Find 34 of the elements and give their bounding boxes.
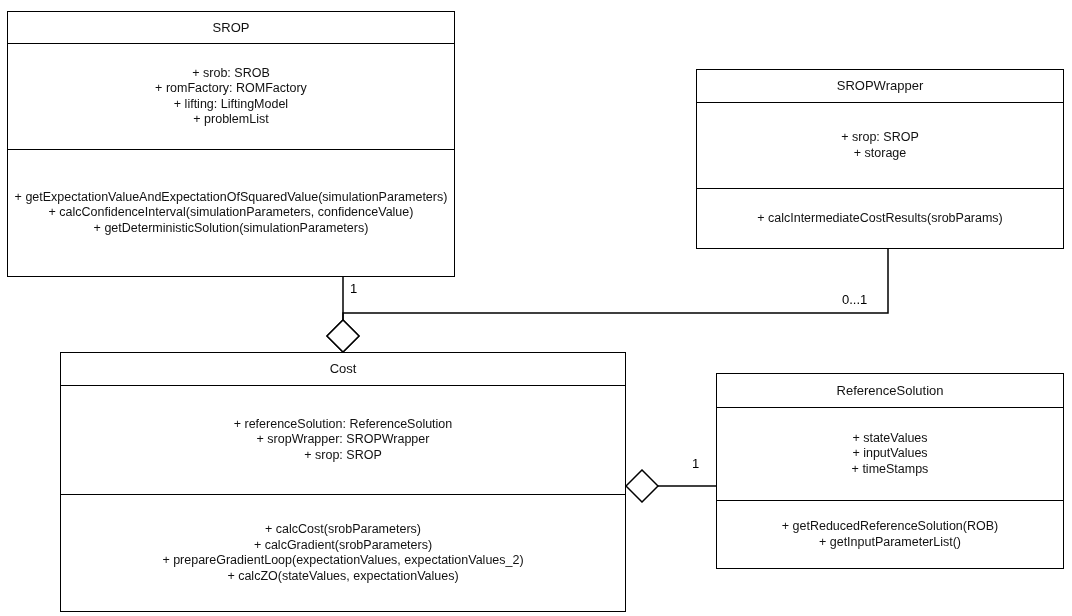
method-text: + getExpectationValueAndExpectationOfSquaredValue(simulationParameters) (14, 189, 448, 206)
attribute-text: + lifting: LiftingModel (173, 96, 289, 112)
attribute-text: + stateValues (852, 430, 928, 447)
attribute-text: + problemList (193, 112, 269, 128)
method-text: + prepareGradientLoop(expectationValues, expectationValues_2) (162, 553, 524, 569)
class-name: ReferenceSolution (836, 382, 944, 399)
class-box (716, 373, 1064, 569)
attribute-text: + storage (853, 145, 907, 161)
aggregation-line (625, 469, 717, 503)
class-box (696, 69, 1064, 249)
method-text: + getDeterministicSolution(simulationParameters) (93, 220, 369, 237)
attribute-text: + referenceSolution: ReferenceSolution (233, 416, 453, 433)
attribute-text: + srop: SROP (841, 130, 919, 146)
attribute-text: + inputValues (852, 446, 928, 462)
multiplicity-label: 1 (692, 456, 700, 471)
method-text: + getReducedReferenceSolution(ROB) (781, 519, 999, 535)
multiplicity-label: 1 (350, 281, 358, 296)
attribute-text: + srop: SROP (304, 447, 382, 464)
method-text: + getInputParameterList() (818, 534, 962, 550)
method-text: + calcCost(srobParameters) (265, 522, 421, 538)
class-name: Cost (329, 361, 357, 377)
class-box (60, 352, 626, 612)
attribute-text: + romFactory: ROMFactory (155, 81, 307, 97)
class-name: SROPWrapper (836, 78, 924, 94)
class-name: SROP (212, 19, 250, 36)
multiplicity-label: 0...1 (842, 292, 868, 307)
attribute-text: + sropWrapper: SROPWrapper (256, 432, 430, 448)
attribute-text: + timeStamps (851, 461, 929, 478)
method-text: + calcIntermediateCostResults(srobParams) (757, 210, 1003, 227)
method-text: + calcGradient(srobParameters) (253, 537, 433, 553)
method-text: + calcZO(stateValues, expectationValues) (227, 568, 459, 584)
class-box (7, 11, 455, 277)
method-text: + calcConfidenceInterval(simulationParameters, confidenceValue) (48, 205, 414, 221)
attribute-text: + srob: SROB (192, 65, 270, 81)
